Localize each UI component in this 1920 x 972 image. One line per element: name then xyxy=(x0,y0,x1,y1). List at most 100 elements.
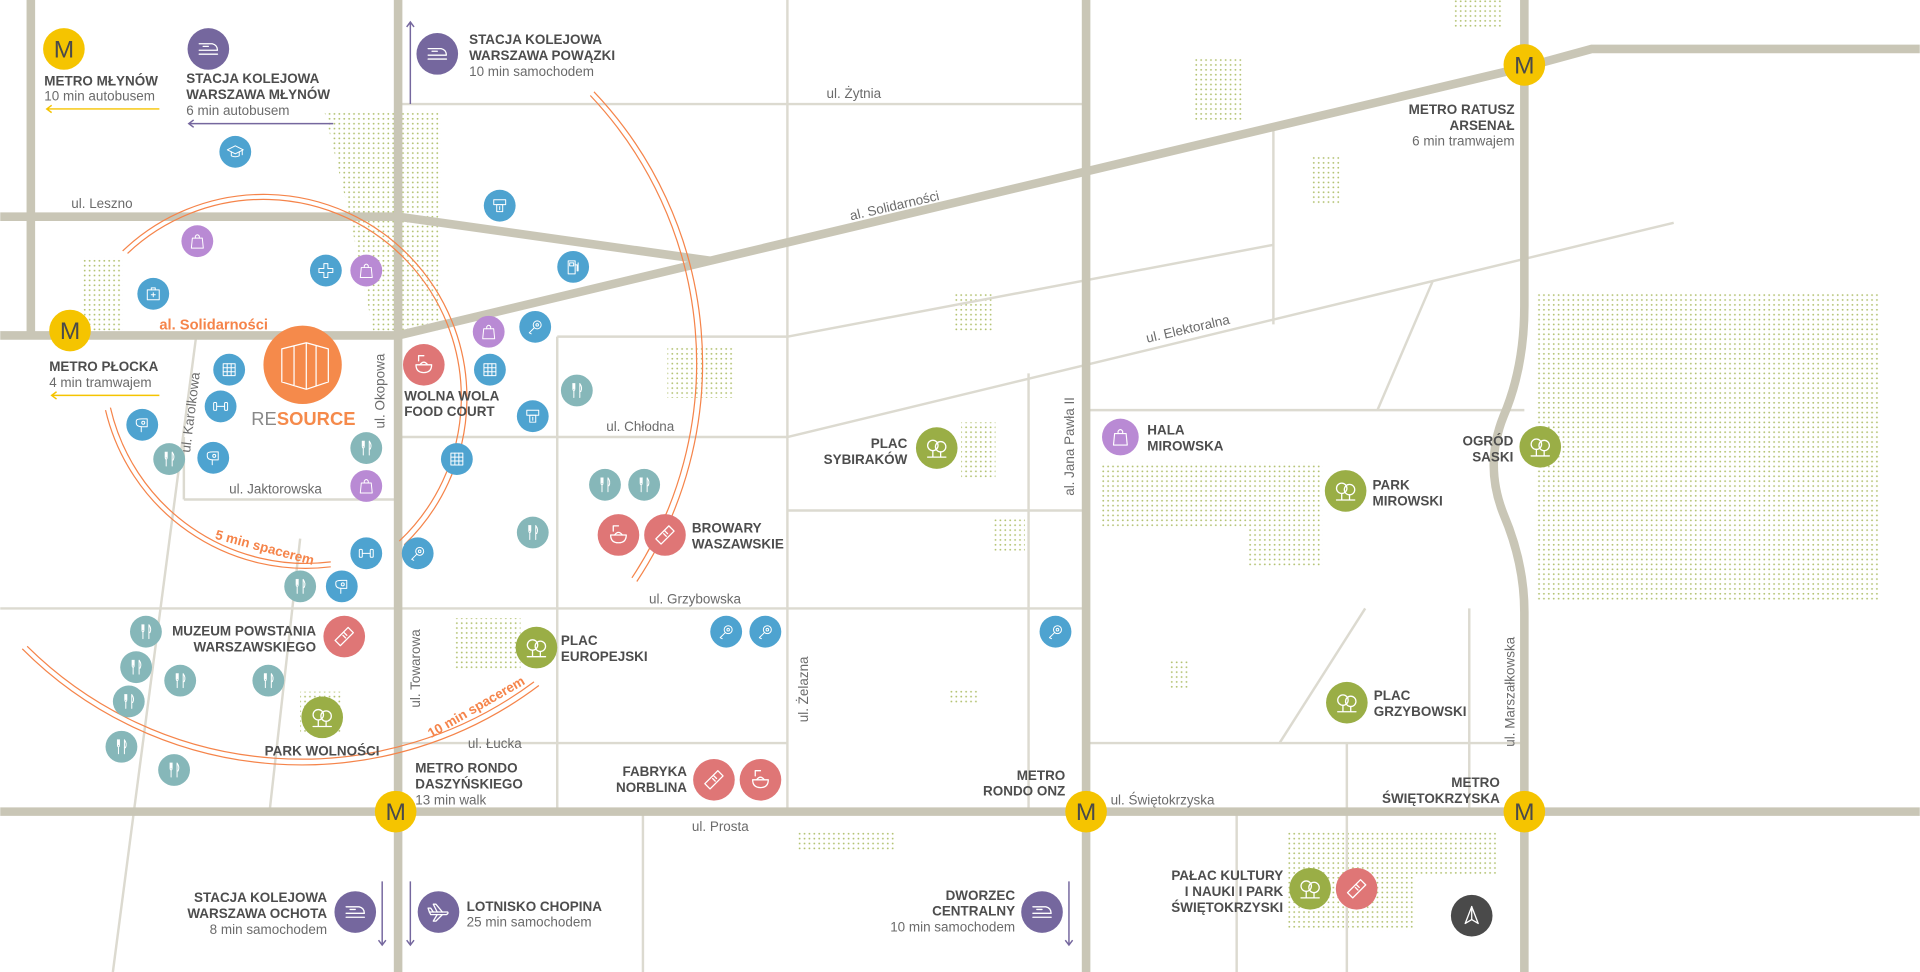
poi-service-marker[interactable] xyxy=(126,408,159,441)
poi-food-marker[interactable] xyxy=(120,651,153,684)
poi-shopping-marker[interactable] xyxy=(1102,418,1139,456)
poi-shopping-marker[interactable] xyxy=(350,470,383,502)
poi-transport-marker[interactable] xyxy=(334,891,377,933)
svg-text:13 min walk: 13 min walk xyxy=(415,792,486,807)
poi-food-marker[interactable] xyxy=(158,754,190,786)
metro-station-marker[interactable]: M xyxy=(1065,790,1107,833)
poi-circle xyxy=(325,570,358,603)
poi-shopping-marker[interactable] xyxy=(181,225,214,258)
poi-park-marker[interactable] xyxy=(1324,470,1367,512)
poi-culture-marker[interactable] xyxy=(693,758,735,801)
poi-circle xyxy=(130,615,162,648)
poi-culture-marker[interactable] xyxy=(644,514,686,556)
svg-text:PARK: PARK xyxy=(1373,478,1410,493)
metro-markers: M M M M M M xyxy=(43,28,1546,833)
poi-circle xyxy=(181,225,214,258)
metro-station-marker[interactable]: M xyxy=(49,309,91,352)
poi-circle xyxy=(589,468,621,501)
poi-food-marker[interactable] xyxy=(628,468,661,501)
poi-markers xyxy=(105,28,1562,937)
poi-park-marker[interactable] xyxy=(515,626,558,669)
poi-food-marker[interactable] xyxy=(516,516,549,549)
poi-service-marker[interactable] xyxy=(325,570,358,603)
poi-culture-marker[interactable] xyxy=(739,758,782,801)
poi-transport-marker[interactable] xyxy=(187,28,230,70)
poi-food-marker[interactable] xyxy=(164,664,197,697)
resource-building-marker[interactable]: RE SOURCE xyxy=(251,325,355,429)
poi-culture-marker[interactable] xyxy=(323,615,366,658)
poi-culture-marker[interactable] xyxy=(402,343,445,386)
poi-circle xyxy=(158,754,190,786)
poi-park-marker[interactable] xyxy=(1326,681,1368,724)
svg-text:FOOD COURT: FOOD COURT xyxy=(404,404,495,419)
poi-park-marker[interactable] xyxy=(1289,867,1331,910)
street-leszno: ul. Leszno xyxy=(71,196,132,211)
poi-food-marker[interactable] xyxy=(350,432,383,464)
poi-service-marker[interactable] xyxy=(309,254,342,287)
poi-service-marker[interactable] xyxy=(350,537,383,570)
metro-station-marker[interactable]: M xyxy=(374,790,417,833)
svg-text:DASZYŃSKIEGO: DASZYŃSKIEGO xyxy=(415,776,523,791)
poi-service-marker[interactable] xyxy=(557,250,590,283)
poi-service-marker[interactable] xyxy=(401,537,434,570)
poi-food-marker[interactable] xyxy=(153,443,186,475)
poi-service-marker[interactable] xyxy=(137,277,170,310)
metro-station-marker[interactable]: M xyxy=(1503,790,1546,833)
poi-service-marker[interactable] xyxy=(519,310,552,343)
svg-text:METRO RONDO: METRO RONDO xyxy=(415,760,517,775)
label-park-wolnosci: PARK WOLNOŚCI xyxy=(265,743,380,758)
metro-station-marker[interactable]: M xyxy=(43,28,85,70)
svg-text:METRO MŁYNÓW: METRO MŁYNÓW xyxy=(44,74,158,89)
poi-park-marker[interactable] xyxy=(301,696,344,739)
poi-shopping-marker[interactable] xyxy=(472,315,505,348)
poi-transport-marker[interactable] xyxy=(1021,891,1063,933)
poi-circle xyxy=(472,315,505,348)
svg-text:DWORZEC: DWORZEC xyxy=(946,888,1016,903)
poi-food-marker[interactable] xyxy=(105,730,138,763)
poi-transport-marker[interactable] xyxy=(416,33,459,75)
poi-service-marker[interactable] xyxy=(516,400,549,433)
metro-station-marker[interactable]: M xyxy=(1503,44,1546,86)
street-zytnia: ul. Żytnia xyxy=(827,86,882,101)
metro-icon: M xyxy=(1514,52,1534,79)
poi-park-marker[interactable] xyxy=(1519,426,1562,468)
poi-food-marker[interactable] xyxy=(589,468,621,501)
poi-food-marker[interactable] xyxy=(284,570,317,603)
poi-service-marker[interactable] xyxy=(204,390,237,423)
poi-circle xyxy=(284,570,317,603)
poi-circle xyxy=(126,408,159,441)
poi-food-marker[interactable] xyxy=(560,374,593,407)
poi-service-marker[interactable] xyxy=(483,189,516,222)
street-zelazna: ul. Żelazna xyxy=(796,656,811,722)
poi-service-marker[interactable] xyxy=(213,353,246,386)
svg-text:WARSZAWA OCHOTA: WARSZAWA OCHOTA xyxy=(187,906,327,921)
poi-service-marker[interactable] xyxy=(440,443,473,475)
svg-text:WARSZAWSKIEGO: WARSZAWSKIEGO xyxy=(194,639,317,654)
poi-shopping-marker[interactable] xyxy=(350,254,383,287)
poi-service-marker[interactable] xyxy=(219,135,252,168)
poi-culture-marker[interactable] xyxy=(597,514,640,556)
direction-arrows xyxy=(45,20,1074,947)
poi-culture-marker[interactable] xyxy=(1335,867,1378,910)
svg-text:PLAC: PLAC xyxy=(871,436,908,451)
poi-food-marker[interactable] xyxy=(112,685,145,718)
poi-service-marker[interactable] xyxy=(474,353,506,386)
poi-park-marker[interactable] xyxy=(915,427,958,469)
poi-circle xyxy=(197,441,230,474)
poi-food-marker[interactable] xyxy=(130,615,162,648)
poi-compass-marker[interactable] xyxy=(1450,894,1493,937)
poi-service-marker[interactable] xyxy=(710,615,743,648)
poi-circle xyxy=(1102,418,1139,456)
poi-food-marker[interactable] xyxy=(252,664,285,697)
street-jana-pawla: al. Jana Pawła II xyxy=(1062,397,1077,496)
svg-text:EUROPEJSKI: EUROPEJSKI xyxy=(561,649,648,664)
poi-transport-marker[interactable] xyxy=(417,891,460,933)
poi-service-marker[interactable] xyxy=(197,441,230,474)
poi-service-marker[interactable] xyxy=(749,615,782,648)
svg-text:METRO RATUSZ: METRO RATUSZ xyxy=(1409,102,1515,117)
poi-circle xyxy=(416,33,459,75)
poi-service-marker[interactable] xyxy=(1039,615,1072,648)
